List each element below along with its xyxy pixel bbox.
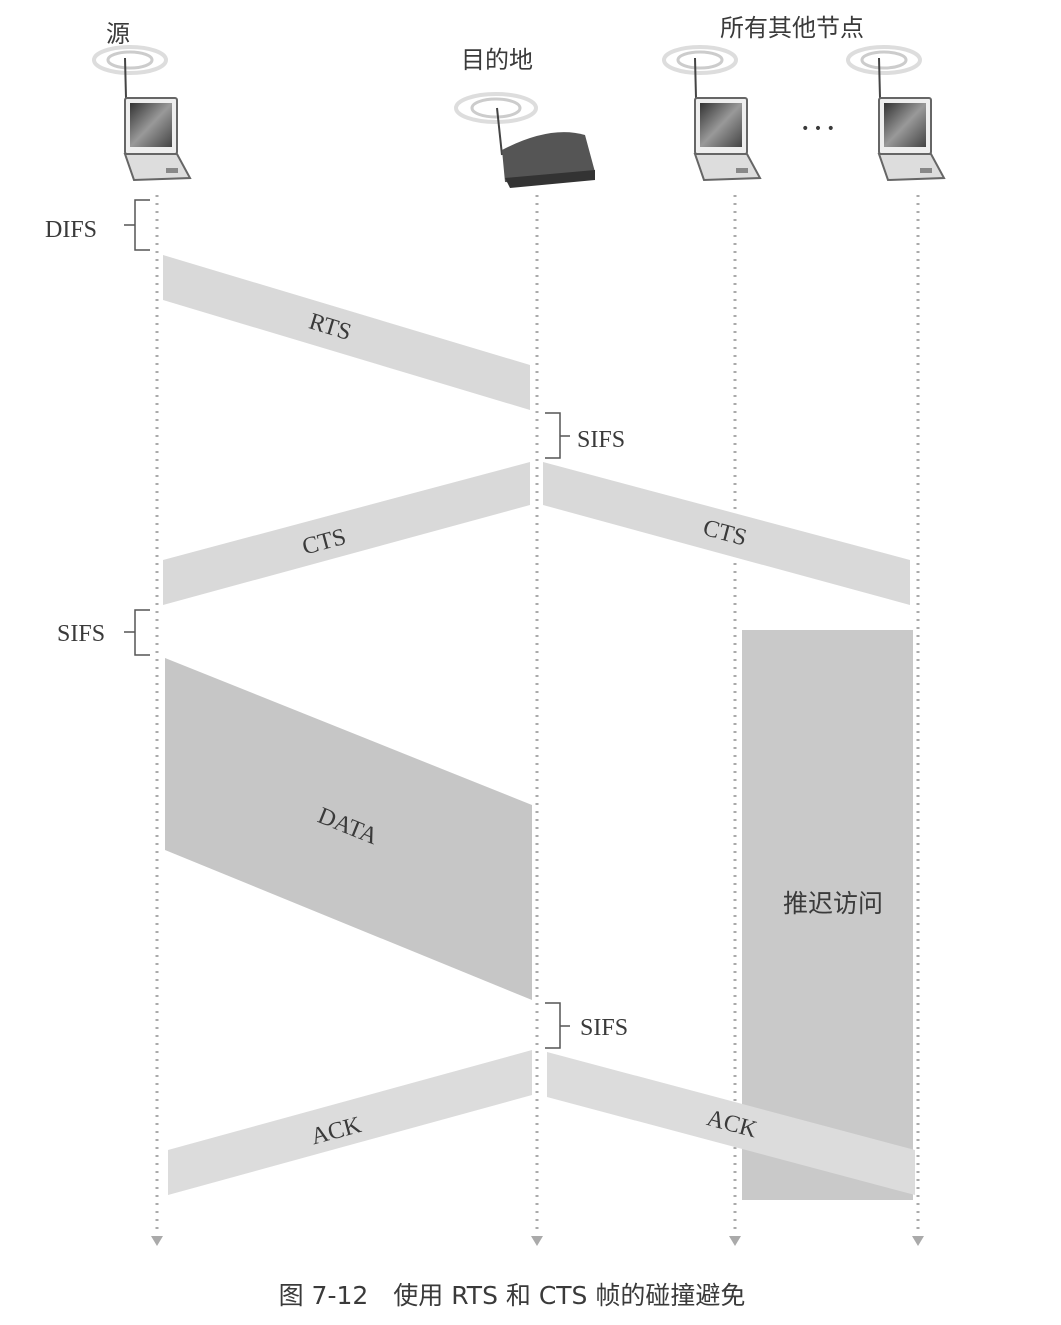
ellipsis: • • •: [801, 121, 835, 137]
sifs-bracket-source: [124, 609, 150, 656]
destination-label: 目的地: [461, 46, 533, 74]
ack-frame-others: [547, 1052, 915, 1195]
difs-bracket: [124, 199, 150, 251]
cts-frame-source: [163, 462, 530, 605]
sifs-label-dest: SIFS: [580, 1015, 628, 1041]
sifs-bracket-dest: [545, 1002, 570, 1049]
ack-frame-source: [168, 1050, 532, 1195]
timelines: [155, 195, 920, 1232]
other-nodes-label: 所有其他节点: [720, 14, 864, 42]
difs-label: DIFS: [45, 217, 97, 243]
defer-access-label: 推迟访问: [783, 889, 883, 918]
other-laptop-icon: [642, 45, 762, 182]
rts-frame: [163, 255, 530, 410]
arrow-down-icon: [151, 1236, 163, 1246]
access-point-icon: [454, 92, 595, 188]
sifs-bracket-dest: [545, 412, 570, 459]
arrow-down-icon: [729, 1236, 741, 1246]
defer-access-block: [742, 630, 913, 1200]
source-laptop-icon: [72, 45, 192, 182]
data-frame: [165, 658, 532, 1000]
source-label: 源: [106, 20, 130, 48]
arrow-down-icon: [531, 1236, 543, 1246]
sifs-label-dest: SIFS: [577, 427, 625, 453]
arrow-down-icon: [912, 1236, 924, 1246]
sifs-label-source: SIFS: [57, 621, 105, 647]
cts-frame-others: [543, 462, 910, 605]
figure-caption: 图 7-12 使用 RTS 和 CTS 帧的碰撞避免: [279, 1281, 746, 1310]
other-laptop-icon: [826, 45, 946, 182]
